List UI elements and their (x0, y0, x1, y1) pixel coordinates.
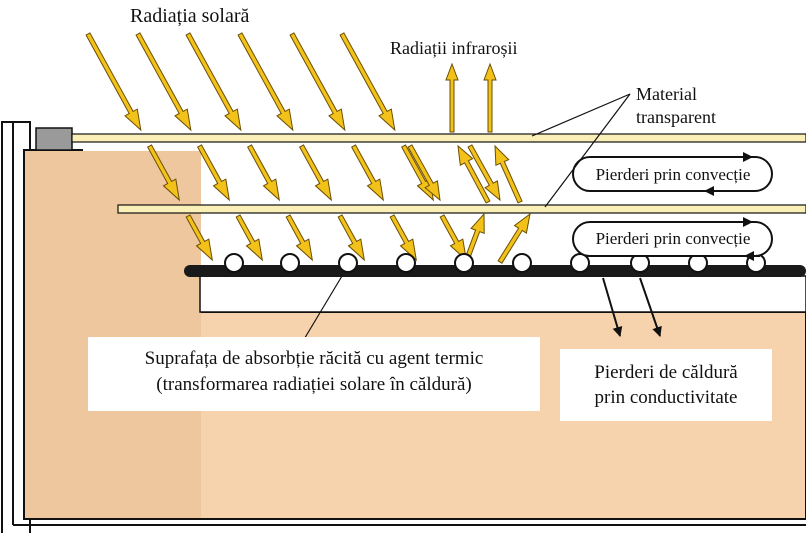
glass-pane-lower (117, 204, 806, 214)
convection-loss-upper-label: Pierderi prin convecție (596, 165, 751, 184)
solar-ray-1-a (85, 32, 142, 132)
absorber-plate (184, 265, 806, 277)
pipe-7 (570, 253, 590, 273)
solar-ray-4-b (299, 144, 333, 202)
leader-line-glass-upper (531, 93, 631, 137)
solar-ray-2-a (135, 32, 192, 132)
pipe-6 (512, 253, 532, 273)
solar-ray-6-c (439, 214, 468, 262)
conduction-caption-box (560, 349, 772, 421)
solar-ray-4-c (337, 214, 366, 262)
absorber-caption-line2: (transformarea radiației solare în căldu… (156, 374, 471, 395)
infrared-ray-1-b (457, 144, 491, 204)
solar-ray-3-a (185, 32, 242, 132)
solar-rays (85, 32, 531, 264)
solar-ray-5-c (389, 214, 418, 262)
convection-loss-lower-label: Pierderi prin convecție (596, 229, 751, 248)
absorber-caption-line1: Suprafața de absorbție răcită cu agent t… (145, 348, 484, 369)
infrared-ray-2-c (497, 212, 531, 264)
conduction-arrow-1 (602, 277, 623, 337)
solar-ray-8-b (467, 144, 501, 202)
solar-ray-1-c (185, 214, 214, 262)
solar-ray-5-b (351, 144, 385, 202)
glass-seal (35, 127, 73, 151)
solar-ray-5-a (289, 32, 346, 132)
solar-ray-2-b (197, 144, 231, 202)
conduction-arrow-2 (639, 277, 662, 337)
pipe-4 (396, 253, 416, 273)
casing-outline (12, 122, 806, 526)
solar-ray-1-b (147, 144, 181, 202)
conduction-caption-line2: prin conductivitate (595, 387, 738, 408)
glass-pane-upper (71, 133, 806, 143)
pipe-3 (338, 253, 358, 273)
solar-ray-7-b (407, 144, 441, 202)
pipe-2 (280, 253, 300, 273)
infrared-radiation-label: Radiații infraroșii (390, 38, 517, 58)
absorber-caption-box (88, 337, 540, 411)
convection-loop-upper: Pierderi prin convecție (572, 152, 773, 196)
infrared-ray-2-b (494, 144, 523, 204)
transparent-material-label-line2: transparent (636, 107, 716, 127)
leader-line-absorber (299, 275, 343, 347)
convection-loop-lower: Pierderi prin convecție (572, 217, 773, 261)
conduction-caption-line1: Pierderi de căldură (594, 362, 738, 383)
heat-transfer-pipes (224, 253, 766, 273)
solar-ray-6-b (401, 144, 435, 202)
transparent-material-label-line1: Material (636, 84, 697, 104)
absorber-back-plate (199, 275, 806, 313)
solar-ray-3-b (247, 144, 281, 202)
infrared-ray-1-a (445, 62, 459, 133)
solar-ray-4-a (237, 32, 294, 132)
solar-ray-2-c (235, 214, 264, 262)
solar-ray-3-c (285, 214, 314, 262)
solar-radiation-label: Radiația solară (130, 5, 250, 27)
infrared-ray-2-a (483, 62, 497, 133)
pipe-1 (224, 253, 244, 273)
solar-ray-6-a (339, 32, 396, 132)
pipe-5 (454, 253, 474, 273)
leader-line-glass-lower (544, 93, 631, 208)
